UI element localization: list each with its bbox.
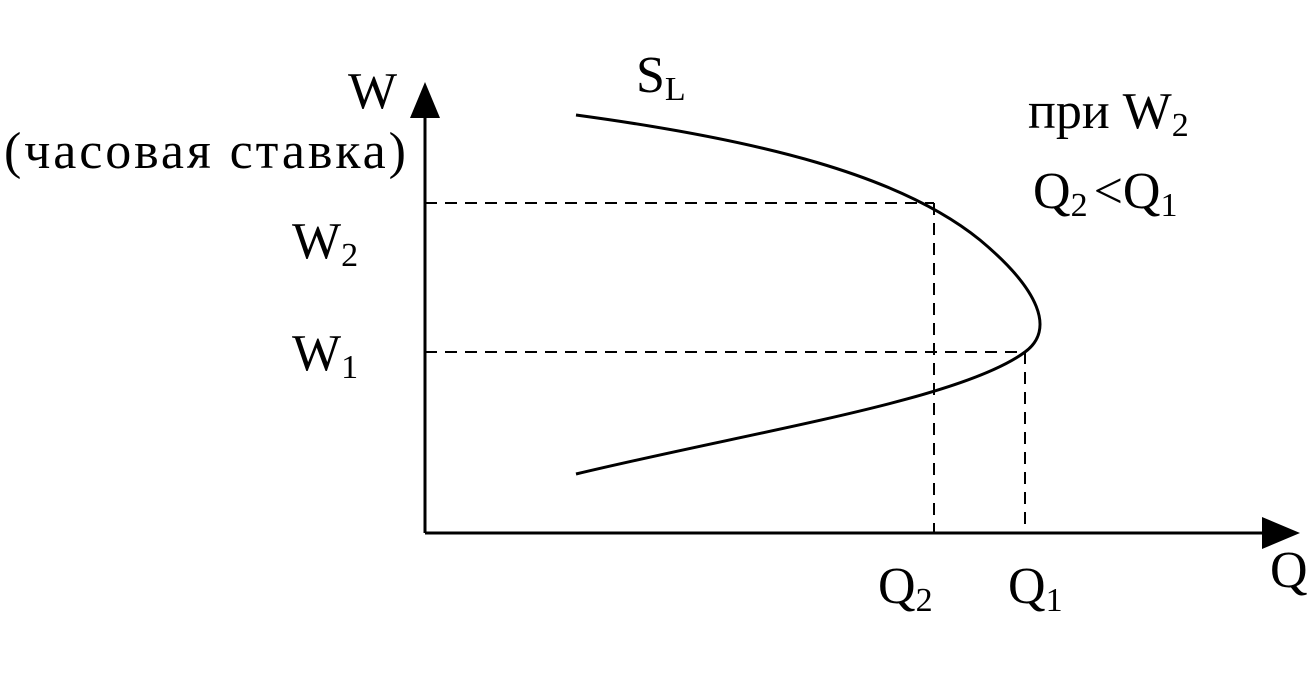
x-tick-q1-sub: 1 — [1046, 582, 1063, 619]
x-axis-name: Q — [1270, 542, 1308, 599]
annotation-line1-sub: 2 — [1172, 107, 1189, 144]
curve-label: SL — [636, 47, 686, 108]
y-tick-w1: W1 — [292, 325, 358, 386]
x-tick-q1: Q1 — [1008, 558, 1063, 619]
y-tick-w1-main: W — [292, 325, 341, 382]
annotation-line2: Q2<Q1 — [1033, 163, 1177, 224]
annotation-line2-op: < — [1094, 163, 1123, 220]
y-tick-w2-sub: 2 — [341, 237, 358, 274]
annotation-line2-a-sub: 2 — [1071, 187, 1088, 224]
annotation-line2-a: Q — [1033, 163, 1071, 220]
x-axis-arrowhead — [1262, 517, 1300, 549]
y-axis-arrowhead — [410, 82, 440, 118]
curve-label-sub: L — [665, 71, 686, 108]
x-tick-q1-main: Q — [1008, 558, 1046, 615]
y-axis-caption: (часовая ставка) — [4, 123, 406, 180]
y-axis-name: W — [348, 63, 397, 120]
x-tick-q2: Q2 — [878, 558, 933, 619]
labor-supply-curve — [575, 113, 1042, 476]
annotation-line1-text: при W — [1028, 83, 1172, 140]
annotation-line1: при W2 — [1028, 83, 1189, 144]
curve-label-main: S — [636, 47, 665, 104]
y-tick-w2-main: W — [292, 213, 341, 270]
x-tick-q2-sub: 2 — [916, 582, 933, 619]
y-tick-w2: W2 — [292, 213, 358, 274]
x-tick-q2-main: Q — [878, 558, 916, 615]
y-tick-w1-sub: 1 — [341, 349, 358, 386]
annotation-line2-b-sub: 1 — [1160, 187, 1177, 224]
annotation-line2-b: Q — [1123, 163, 1161, 220]
